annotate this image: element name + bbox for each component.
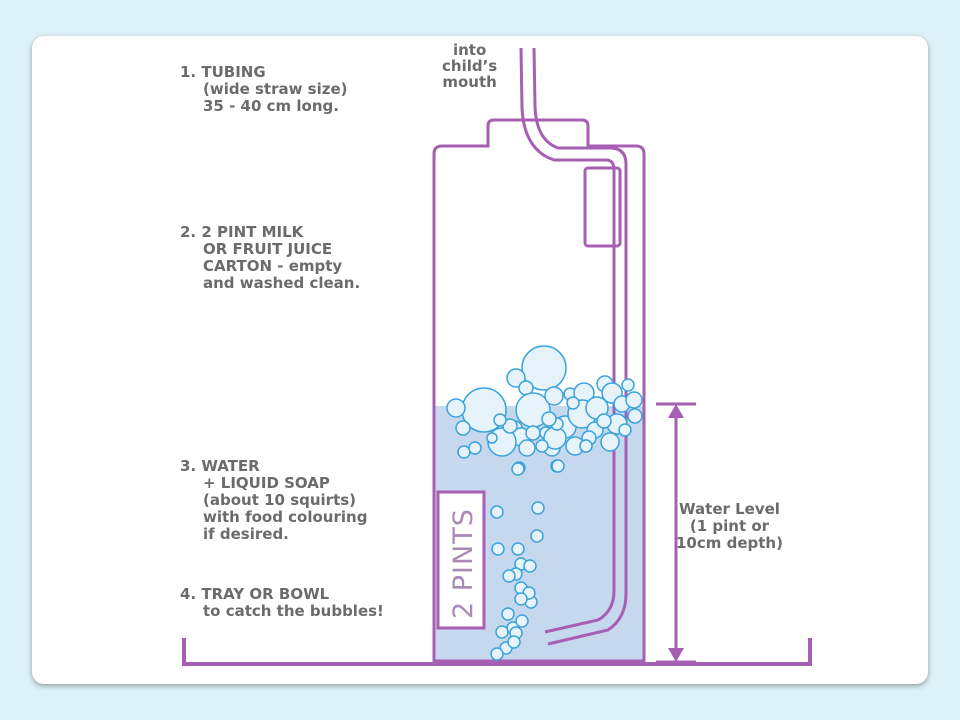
tray-label: 4. TRAY OR BOWL to catch the bubbles!	[180, 585, 384, 620]
water-bubble	[579, 439, 593, 453]
water-bubble	[468, 441, 482, 455]
tray-outline	[182, 638, 812, 666]
foam-bubble	[544, 386, 564, 406]
foam-bubble	[535, 439, 549, 453]
foam-bubble	[518, 439, 536, 457]
water-bubble	[531, 501, 545, 515]
foam-bubble	[618, 423, 632, 437]
water-bubble	[514, 592, 528, 606]
pints-text: 2 PINTS	[448, 508, 479, 619]
water-bubble	[490, 647, 504, 661]
foam-bubble	[541, 411, 557, 427]
carton-label: 2. 2 PINT MILK OR FRUIT JUICE CARTON - e…	[180, 223, 361, 292]
foam-bubble	[446, 398, 466, 418]
water-label: 3. WATER + LIQUID SOAP (about 10 squirts…	[180, 457, 368, 543]
water-bubble	[511, 542, 525, 556]
water-bubble	[551, 459, 565, 473]
foam-bubble	[506, 368, 526, 388]
water-level-arrow	[656, 402, 696, 664]
diagram-card: 2 PINTS into child’s mouth 1. TUBING (wi…	[32, 36, 928, 684]
water-bubble	[490, 505, 504, 519]
soap-bubbles	[446, 345, 643, 661]
water-bubble	[530, 529, 544, 543]
water-bubble	[523, 559, 537, 573]
foam-bubble	[457, 445, 471, 459]
foam-bubble	[525, 425, 541, 441]
foam-bubble	[566, 396, 580, 410]
foam-bubble	[600, 432, 620, 452]
water-bubble	[511, 462, 525, 476]
water-bubble	[491, 542, 505, 556]
mouth-note: into child’s mouth	[442, 41, 498, 91]
bubble-carton-diagram: 2 PINTS	[182, 47, 812, 666]
pints-box	[436, 490, 486, 630]
foam-bubble	[455, 420, 471, 436]
water-bubble	[507, 635, 521, 649]
foam-bubble	[521, 345, 567, 391]
tube-inner	[519, 47, 616, 634]
foam-bubble	[596, 413, 612, 429]
foam-bubble	[627, 408, 643, 424]
tubing-label: 1. TUBING (wide straw size) 35 - 40 cm l…	[180, 63, 348, 115]
carton-window	[583, 166, 622, 248]
water-bubble	[515, 614, 529, 628]
water-bubble	[495, 625, 509, 639]
foam-bubble	[493, 413, 507, 427]
carton-outline	[432, 118, 646, 663]
foam-bubble	[486, 432, 498, 444]
foam-bubble	[625, 391, 643, 409]
tube-outer	[532, 47, 628, 646]
water-bubble	[502, 569, 516, 583]
water-level-note: Water Level (1 pint or 10cm depth)	[676, 500, 783, 552]
foam-bubble	[621, 378, 635, 392]
water-bubble	[501, 607, 515, 621]
